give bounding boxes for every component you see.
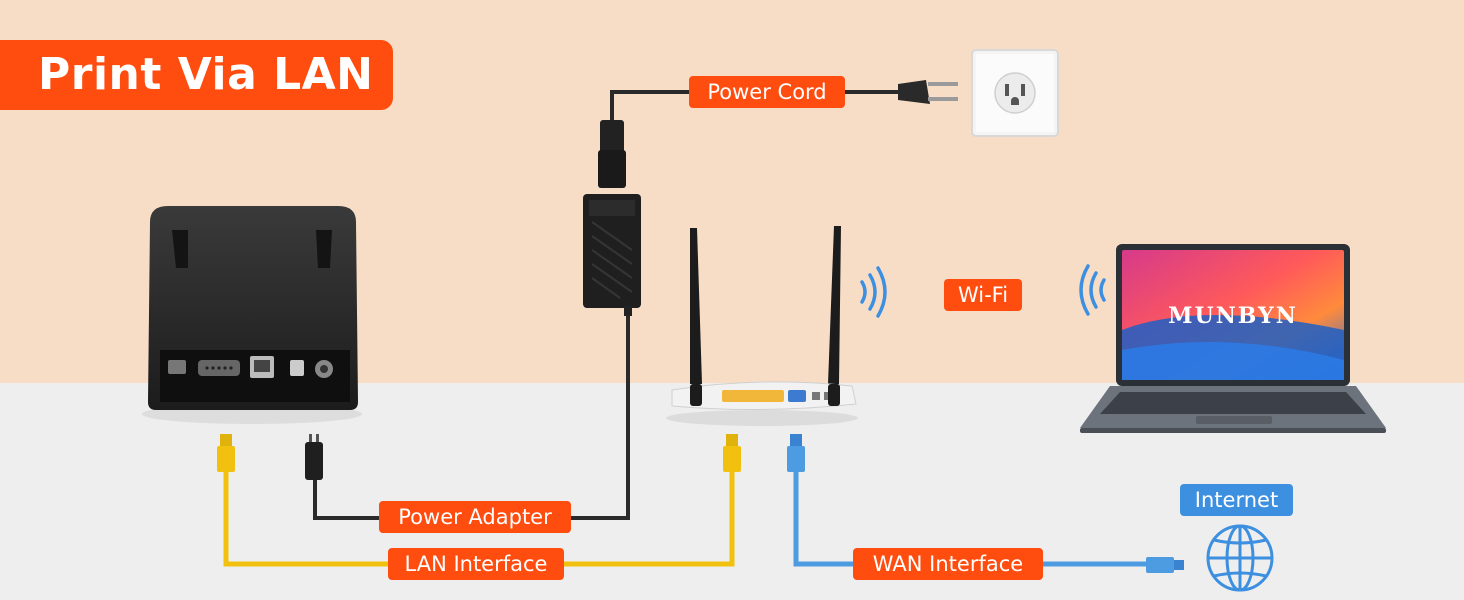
laptop-icon [1080, 244, 1386, 433]
ethernet-plug-icon [723, 434, 741, 472]
wall-outlet-icon [971, 49, 1059, 137]
wifi-signal-icon [860, 266, 887, 318]
lan-interface-label: LAN Interface [388, 548, 564, 580]
adapter-to-printer-cable [313, 312, 630, 520]
ethernet-plug-icon [787, 434, 805, 472]
wan-interface-label: WAN Interface [853, 548, 1043, 580]
router-icon [666, 226, 858, 426]
power-adapter-icon [583, 120, 641, 316]
dc-plug-icon [305, 434, 323, 480]
ethernet-plug-icon [1146, 557, 1184, 573]
laptop-brand-logo: MUNBYN [1168, 303, 1298, 329]
wifi-label: Wi-Fi [944, 279, 1022, 311]
power-plug-icon [898, 80, 958, 104]
wifi-signal-icon [1079, 264, 1106, 316]
internet-label: Internet [1180, 484, 1293, 516]
printer-icon [142, 206, 362, 424]
globe-icon [1206, 524, 1274, 592]
ethernet-plug-icon [217, 434, 235, 472]
power-cord-label: Power Cord [689, 76, 845, 108]
page-title: Print Via LAN [0, 40, 393, 110]
power-adapter-label: Power Adapter [379, 501, 571, 533]
